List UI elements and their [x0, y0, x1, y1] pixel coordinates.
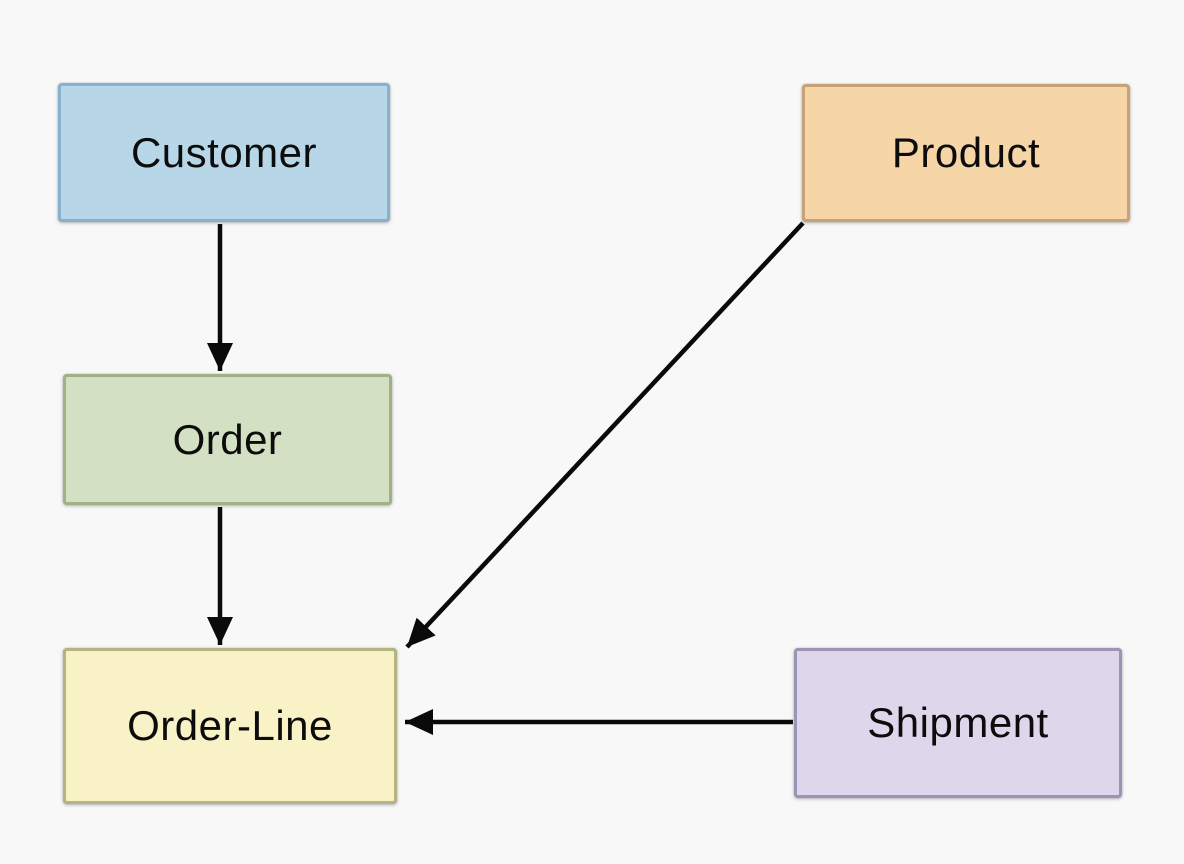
entity-label-order: Order: [172, 415, 283, 463]
entity-box-product: Product: [802, 84, 1130, 222]
arrow-product-to-order-line: [405, 221, 805, 649]
entity-box-order: Order: [63, 374, 392, 505]
entity-label-order-line: Order-Line: [127, 702, 333, 749]
entity-box-customer: Customer: [58, 83, 390, 222]
entity-label-shipment: Shipment: [867, 699, 1049, 746]
entity-label-customer: Customer: [130, 128, 318, 176]
entity-box-order-line: Order-Line: [63, 648, 397, 804]
entity-label-product: Product: [891, 129, 1041, 176]
entity-box-shipment: Shipment: [794, 648, 1122, 798]
